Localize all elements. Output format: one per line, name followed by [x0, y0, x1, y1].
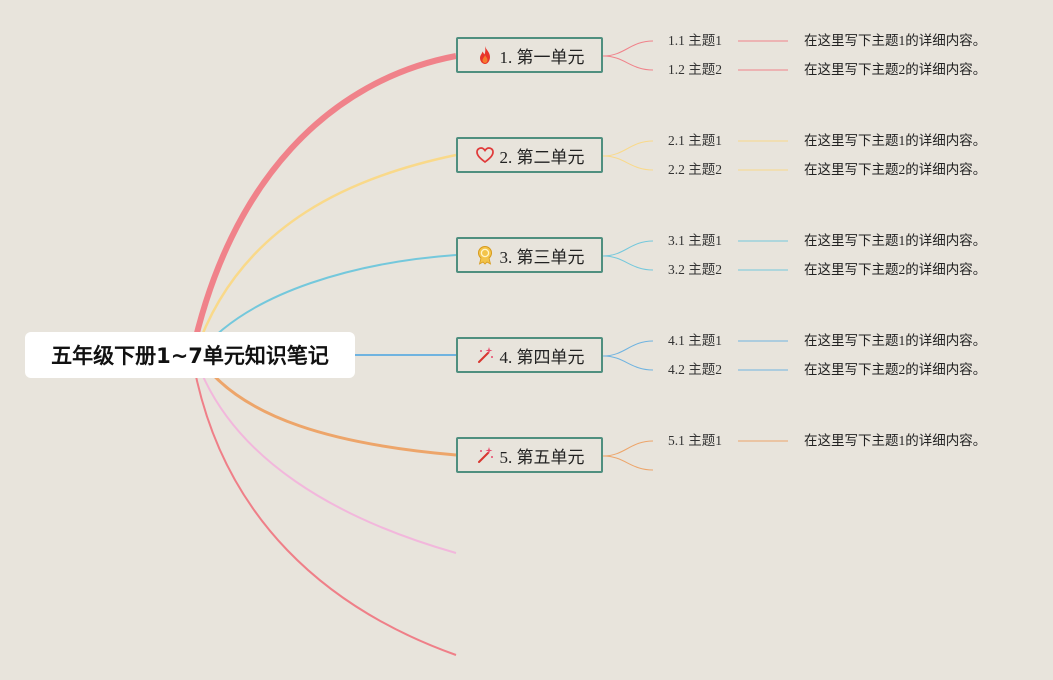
unit-node-2[interactable]: 2. 第二单元 [456, 137, 603, 173]
connector-4-1 [602, 340, 654, 357]
root-topic[interactable]: 五年级下册1~7单元知识笔记 [25, 332, 355, 378]
unit-label-5: 5. 第五单元 [499, 447, 585, 467]
branch-unit-7 [191, 355, 457, 656]
topic-2-1[interactable]: 2.1 主题1 [668, 133, 722, 148]
connector-4-2 [602, 355, 654, 371]
unit-label-4: 4. 第四单元 [499, 347, 585, 367]
topic-3-1[interactable]: 3.1 主题1 [668, 233, 722, 248]
magic-wand-icon [475, 445, 495, 465]
topic-1-1[interactable]: 1.1 主题1 [668, 33, 722, 48]
topic-1-2[interactable]: 1.2 主题2 [668, 62, 722, 77]
magic-wand-icon [475, 345, 495, 365]
connector-3-2 [602, 255, 654, 271]
heart-icon [475, 145, 495, 165]
connector-2-2 [602, 155, 654, 171]
unit-label-1: 1. 第一单元 [499, 47, 585, 67]
topic-2-2[interactable]: 2.2 主题2 [668, 162, 722, 177]
unit-node-1[interactable]: 1. 第一单元 [456, 37, 603, 73]
topic-4-2[interactable]: 4.2 主题2 [668, 362, 722, 377]
detail-4-2[interactable]: 在这里写下主题2的详细内容。 [804, 362, 987, 377]
fire-icon [475, 45, 495, 65]
branch-unit-3 [197, 254, 457, 355]
branch-unit-6 [194, 355, 457, 554]
medal-icon [475, 245, 495, 265]
branch-unit-2 [193, 153, 457, 355]
detail-2-2[interactable]: 在这里写下主题2的详细内容。 [804, 162, 987, 177]
topic-3-2[interactable]: 3.2 主题2 [668, 262, 722, 277]
unit-node-4[interactable]: 4. 第四单元 [456, 337, 603, 373]
topic-5-1[interactable]: 5.1 主题1 [668, 433, 722, 448]
connector-2-1 [602, 140, 654, 157]
connector-5-1 [602, 440, 654, 457]
detail-3-2[interactable]: 在这里写下主题2的详细内容。 [804, 262, 987, 277]
branch-unit-5 [196, 355, 457, 457]
detail-5-1[interactable]: 在这里写下主题1的详细内容。 [804, 433, 987, 448]
unit-node-3[interactable]: 3. 第三单元 [456, 237, 603, 273]
connector-1-2 [602, 55, 654, 71]
branch-unit-1 [189, 53, 457, 355]
topic-4-1[interactable]: 4.1 主题1 [668, 333, 722, 348]
detail-2-1[interactable]: 在这里写下主题1的详细内容。 [804, 133, 987, 148]
connector-3-1 [602, 240, 654, 257]
detail-1-2[interactable]: 在这里写下主题2的详细内容。 [804, 62, 987, 77]
detail-4-1[interactable]: 在这里写下主题1的详细内容。 [804, 333, 987, 348]
unit-label-2: 2. 第二单元 [499, 147, 585, 167]
connector-1-1 [602, 40, 654, 57]
unit-label-3: 3. 第三单元 [499, 247, 585, 267]
unit-node-5[interactable]: 5. 第五单元 [456, 437, 603, 473]
detail-1-1[interactable]: 在这里写下主题1的详细内容。 [804, 33, 987, 48]
detail-3-1[interactable]: 在这里写下主题1的详细内容。 [804, 233, 987, 248]
connector-5-2 [602, 455, 654, 471]
